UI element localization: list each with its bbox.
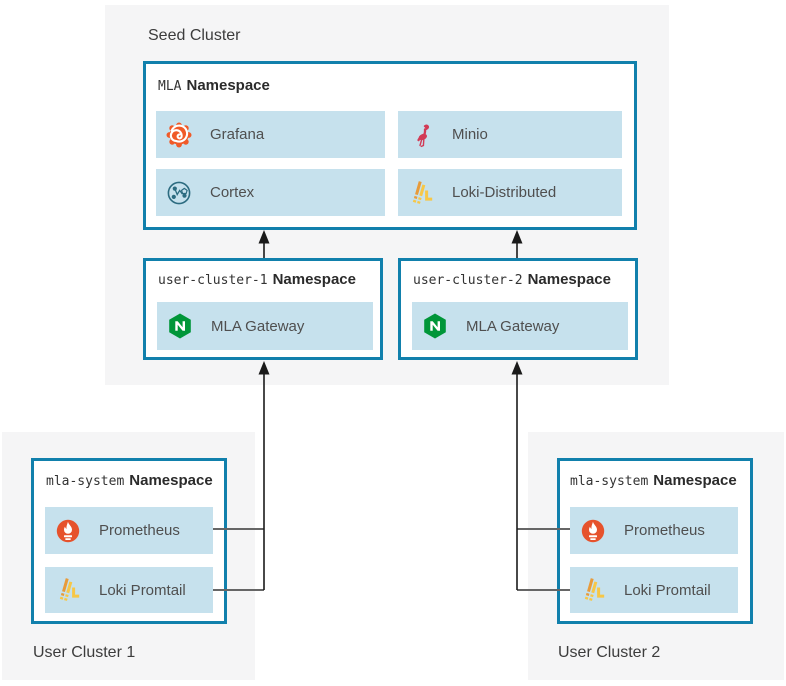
component-minio: Minio xyxy=(398,111,622,158)
component-prometheus-1: Prometheus xyxy=(45,507,213,554)
component-cortex: Cortex xyxy=(156,169,385,216)
component-mla-gateway-1: MLA Gateway xyxy=(157,302,373,350)
component-loki-distributed: Loki-Distributed xyxy=(398,169,622,216)
component-label: Loki Promtail xyxy=(624,581,711,599)
component-label: Minio xyxy=(452,126,488,143)
component-loki-promtail-1: Loki Promtail xyxy=(45,567,213,613)
mla-namespace-type: Namespace xyxy=(186,77,270,94)
component-label: Loki-Distributed xyxy=(452,184,557,201)
namespace-type: Namespace xyxy=(129,472,213,489)
namespace-name: mla-system xyxy=(570,474,649,489)
component-label: Prometheus xyxy=(99,522,180,539)
component-label: Cortex xyxy=(210,184,255,201)
namespace-name: mla-system xyxy=(46,474,125,489)
user-cluster-2-namespace-header: user-cluster-2 Namespace xyxy=(413,271,611,289)
component-label: MLA Gateway xyxy=(466,317,560,335)
component-prometheus-2: Prometheus xyxy=(570,507,738,554)
loki-icon xyxy=(579,576,607,604)
user-cluster-2-title: User Cluster 2 xyxy=(558,644,661,661)
namespace-name: user-cluster-1 xyxy=(158,273,268,288)
user-cluster-1-namespace-header: user-cluster-1 Namespace xyxy=(158,271,356,289)
component-label: MLA Gateway xyxy=(211,317,305,335)
namespace-type: Namespace xyxy=(272,271,356,288)
prometheus-icon xyxy=(54,517,82,545)
component-label: Loki Promtail xyxy=(99,581,186,599)
nginx-icon xyxy=(421,312,449,340)
prometheus-icon xyxy=(579,517,607,545)
component-label: Prometheus xyxy=(624,522,705,539)
mla-namespace-name: MLA xyxy=(158,79,182,94)
loki-icon xyxy=(407,179,435,207)
namespace-name: user-cluster-2 xyxy=(413,273,523,288)
component-mla-gateway-2: MLA Gateway xyxy=(412,302,628,350)
loki-icon xyxy=(54,576,82,604)
mla-system-namespace-header-2: mla-system Namespace xyxy=(570,472,737,490)
user-cluster-1-title: User Cluster 1 xyxy=(33,644,136,661)
component-loki-promtail-2: Loki Promtail xyxy=(570,567,738,613)
namespace-type: Namespace xyxy=(527,271,611,288)
mla-system-namespace-header-1: mla-system Namespace xyxy=(46,472,213,490)
namespace-type: Namespace xyxy=(653,472,737,489)
minio-icon xyxy=(407,121,435,149)
nginx-icon xyxy=(166,312,194,340)
seed-cluster-title: Seed Cluster xyxy=(148,27,241,44)
component-label: Grafana xyxy=(210,126,265,143)
cortex-icon xyxy=(165,179,193,207)
mla-namespace-header: MLA Namespace xyxy=(158,77,270,95)
grafana-icon xyxy=(165,121,193,149)
component-grafana: Grafana xyxy=(156,111,385,158)
